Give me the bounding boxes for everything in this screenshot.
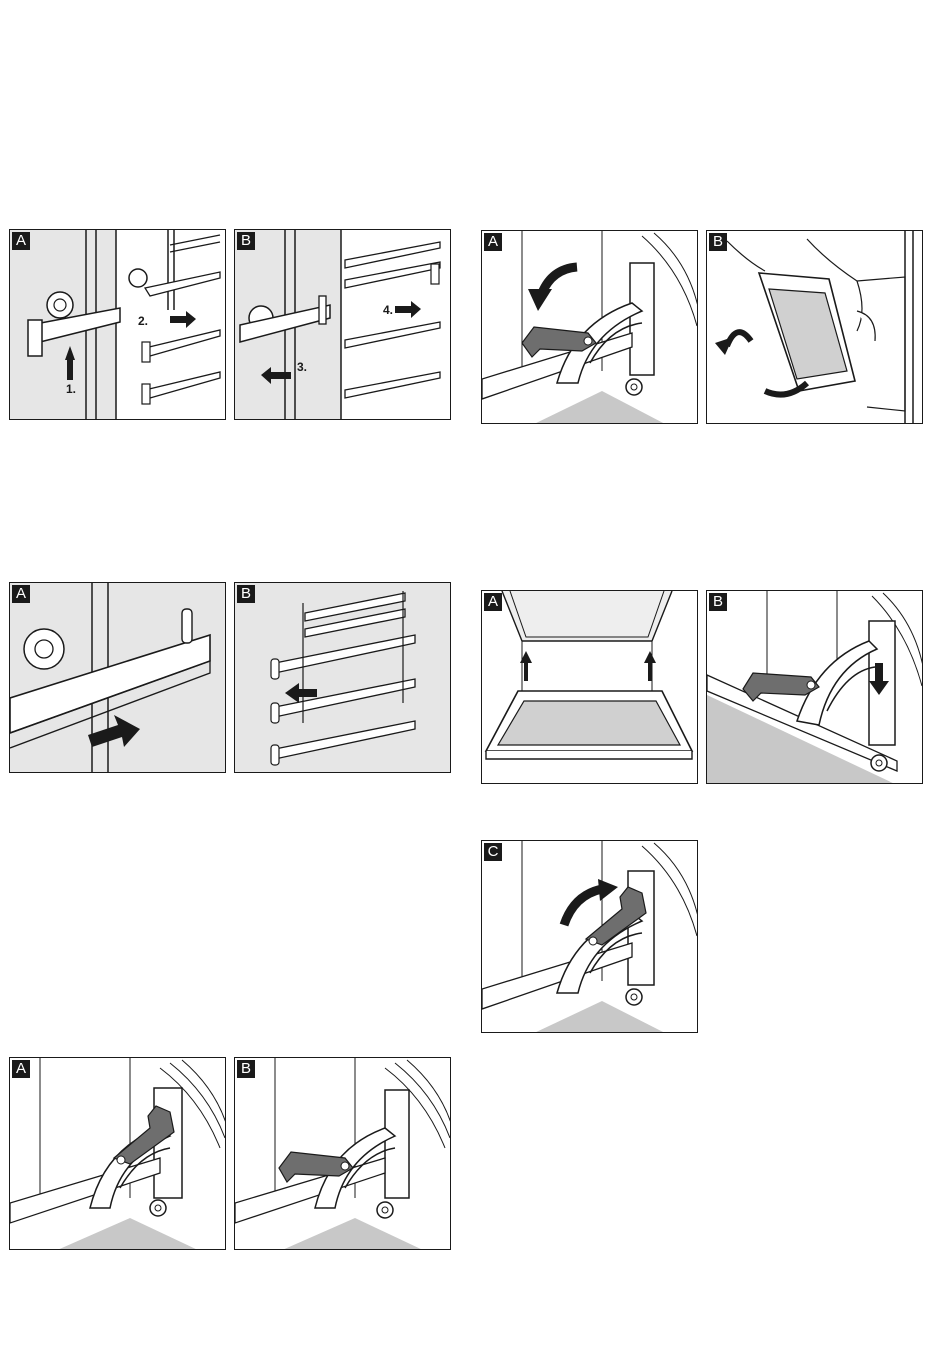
panel-label: C — [484, 843, 502, 861]
panel-label: A — [484, 233, 502, 251]
panel-label: B — [237, 232, 255, 250]
panel-label: A — [12, 232, 30, 250]
door-hook-in-drawing — [482, 591, 698, 784]
figure4-panel-a: A — [481, 230, 698, 424]
figure1-panel-b: B 4. 3. — [234, 229, 451, 420]
panel-label: A — [12, 585, 30, 603]
figure6-panel-c: C — [481, 840, 698, 1033]
rail-insert-drawing — [10, 583, 226, 773]
door-lift-out-drawing — [707, 231, 923, 424]
step-label: 2. — [138, 314, 148, 328]
hinge-seat-drawing — [707, 591, 923, 784]
figure1-panel-a: A 2. 1. — [9, 229, 226, 420]
panel-label: A — [484, 593, 502, 611]
hinge-lever-down-drawing — [235, 1058, 451, 1250]
rail-unhook-drawing: 2. 1. — [10, 230, 226, 420]
rack-hook-drawing — [235, 583, 451, 773]
panel-label: B — [237, 1060, 255, 1078]
hinge-lever-up-drawing — [10, 1058, 226, 1250]
figure5-panel-a: A — [481, 590, 698, 784]
figure4-panel-b: B — [706, 230, 923, 424]
rail-detach-drawing: 4. 3. — [235, 230, 451, 420]
figure3-panel-b: B — [234, 1057, 451, 1250]
hinge-lever-close-drawing — [482, 841, 698, 1033]
panel-label: B — [709, 233, 727, 251]
panel-label: B — [709, 593, 727, 611]
panel-label: B — [237, 585, 255, 603]
panel-label: A — [12, 1060, 30, 1078]
hinge-lever-fold-drawing — [482, 231, 698, 424]
figure3-panel-a: A — [9, 1057, 226, 1250]
figure2-panel-b: B — [234, 582, 451, 773]
step-label: 4. — [383, 303, 393, 317]
figure5-panel-b: B — [706, 590, 923, 784]
step-label: 1. — [66, 382, 76, 396]
figure2-panel-a: A — [9, 582, 226, 773]
step-label: 3. — [297, 360, 307, 374]
